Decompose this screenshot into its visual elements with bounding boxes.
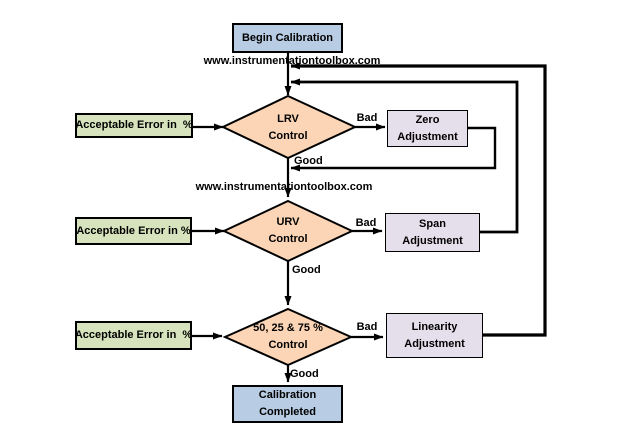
urv-control-diamond bbox=[221, 199, 355, 263]
calibration-completed-box: Calibration Completed bbox=[232, 385, 343, 423]
linearity-adjustment-box: Linearity Adjustment bbox=[386, 313, 483, 358]
urv-control-label: URV Control bbox=[233, 213, 343, 249]
acceptable-error-label-2: Acceptable Error in % bbox=[76, 224, 191, 237]
acceptable-error-label-1: Acceptable Error in % bbox=[75, 119, 193, 131]
linearity-check-line1: 50, 25 & 75 % bbox=[253, 322, 323, 334]
acceptable-error-box-1: Acceptable Error in % bbox=[75, 113, 193, 138]
lrv-control-diamond bbox=[220, 94, 358, 160]
span-adjustment-box: Span Adjustment bbox=[385, 213, 480, 252]
edge-linearity-return-loop bbox=[290, 62, 547, 337]
acceptable-error-label-3: Acceptable Error in % bbox=[74, 329, 193, 341]
linearity-check-line2: Control bbox=[268, 339, 308, 351]
zero-adjustment-box: Zero Adjustment bbox=[387, 110, 468, 147]
linearity-adjustment-line2: Adjustment bbox=[404, 337, 465, 350]
span-adjustment-line2: Adjustment bbox=[402, 234, 463, 247]
edge-label-linearity-good: Good bbox=[290, 368, 319, 380]
urv-line2: Control bbox=[268, 233, 308, 245]
edge-label-urv-good: Good bbox=[292, 264, 321, 276]
begin-calibration-label: Begin Calibration bbox=[241, 31, 334, 44]
linearity-adjustment-line1: Linearity bbox=[411, 320, 458, 333]
begin-calibration-box: Begin Calibration bbox=[232, 23, 343, 53]
edge-label-linearity-bad: Bad bbox=[356, 321, 378, 333]
lrv-line2: Control bbox=[268, 130, 308, 142]
edge-label-lrv-bad: Bad bbox=[356, 112, 378, 124]
edge-span-return-loop bbox=[290, 78, 519, 234]
watermark-top: www.instrumentationtoolbox.com bbox=[203, 55, 381, 67]
span-adjustment-line1: Span bbox=[419, 217, 446, 230]
calibration-completed-line1: Calibration bbox=[258, 389, 317, 401]
urv-line1: URV bbox=[276, 216, 300, 228]
edge-label-lrv-good: Good bbox=[294, 155, 323, 167]
lrv-control-label: LRV Control bbox=[233, 110, 343, 146]
acceptable-error-box-3: Acceptable Error in % bbox=[75, 321, 192, 350]
calibration-completed-line2: Completed bbox=[259, 406, 316, 418]
edge-zero-return-loop bbox=[290, 126, 497, 172]
lrv-line1: LRV bbox=[277, 113, 299, 125]
linearity-control-diamond bbox=[222, 307, 354, 367]
zero-adjustment-line2: Adjustment bbox=[397, 130, 458, 143]
edge-label-urv-bad: Bad bbox=[355, 217, 377, 229]
acceptable-error-box-2: Acceptable Error in % bbox=[75, 217, 192, 245]
zero-adjustment-line1: Zero bbox=[415, 113, 440, 126]
watermark-middle: www.instrumentationtoolbox.com bbox=[195, 181, 373, 193]
linearity-control-label: 50, 25 & 75 % Control bbox=[225, 319, 351, 355]
